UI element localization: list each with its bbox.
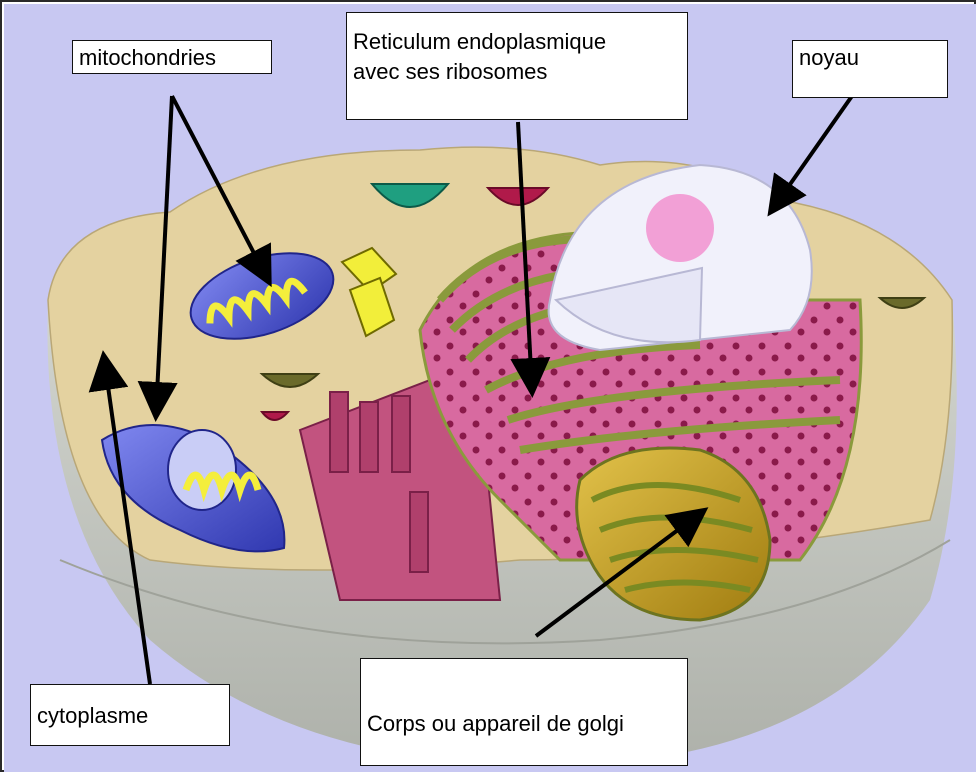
nucleolus xyxy=(646,194,714,262)
label-cytoplasme-text: cytoplasme xyxy=(37,703,148,728)
label-reticulum-line2: avec ses ribosomes xyxy=(353,57,681,87)
label-golgi: Corps ou appareil de golgi xyxy=(360,658,688,766)
label-reticulum: Reticulum endoplasmique avec ses ribosom… xyxy=(346,12,688,120)
label-mitochondries-text: mitochondries xyxy=(79,45,216,70)
label-reticulum-line1: Reticulum endoplasmique xyxy=(353,27,681,57)
label-golgi-text: Corps ou appareil de golgi xyxy=(367,711,624,736)
label-noyau-text: noyau xyxy=(799,45,859,70)
arrow-noyau xyxy=(772,96,852,210)
label-mitochondries: mitochondries xyxy=(72,40,272,74)
label-cytoplasme: cytoplasme xyxy=(30,684,230,746)
label-noyau: noyau xyxy=(792,40,948,98)
